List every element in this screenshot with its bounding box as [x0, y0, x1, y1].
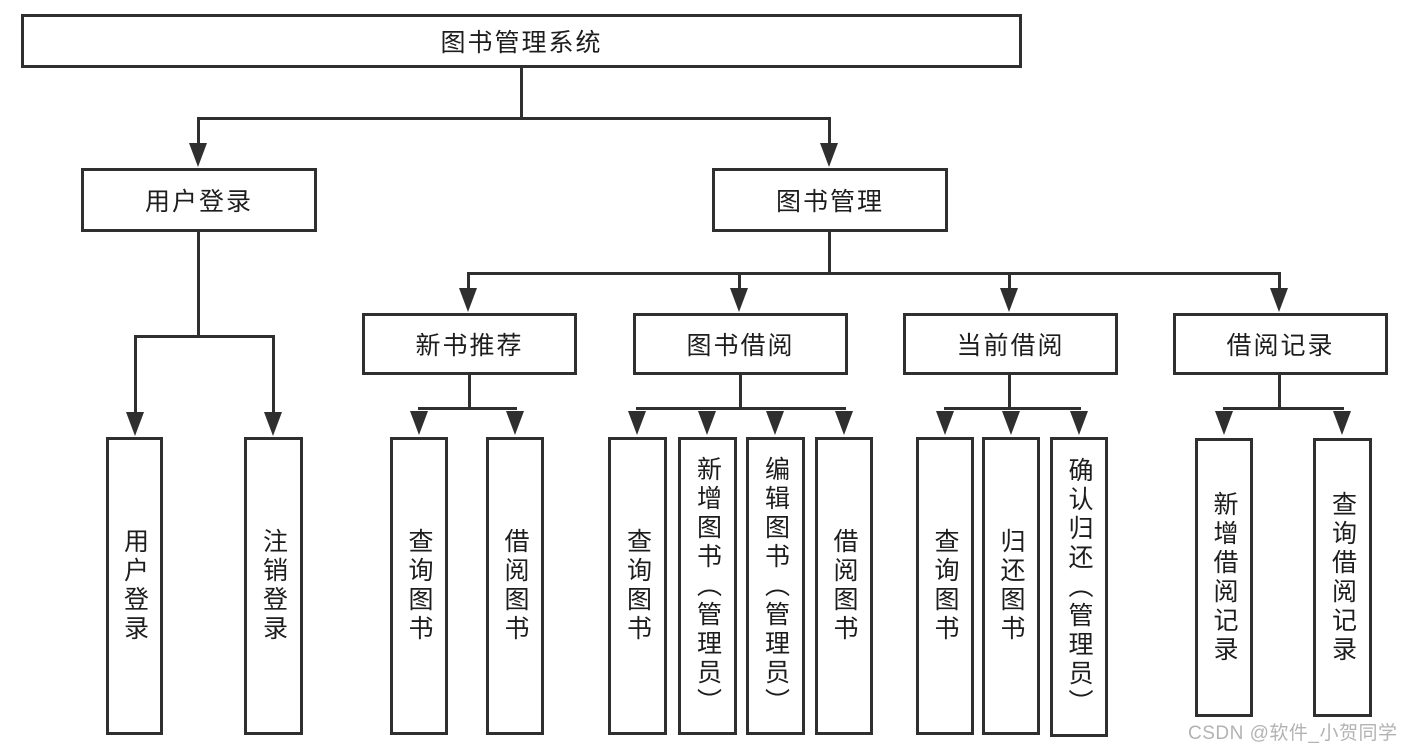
- node-new-book-recommend-label: 新书推荐: [415, 332, 524, 360]
- connector-line: [134, 335, 137, 413]
- arrowhead-down-icon: [766, 411, 784, 435]
- leaf-login-label: 用户登录: [120, 528, 149, 644]
- arrowhead-down-icon: [189, 143, 207, 167]
- leaf-login: 用户登录: [106, 437, 163, 735]
- connector-line: [134, 335, 275, 338]
- leaf-borrow-add-book: 新增图书（管理员）: [678, 437, 737, 735]
- leaf-recommend-borrow-book: 借阅图书: [486, 437, 544, 735]
- node-borrow-records: 借阅记录: [1173, 313, 1388, 375]
- watermark: CSDN @软件_小贺同学: [1188, 723, 1398, 744]
- leaf-borrow-query-book: 查询图书: [608, 437, 667, 735]
- node-book-borrow-label: 图书借阅: [686, 332, 795, 360]
- leaf-borrow-borrow-book-label: 借阅图书: [830, 528, 858, 644]
- connector-line: [738, 272, 741, 290]
- node-book-management: 图书管理: [712, 168, 948, 232]
- connector-line: [1223, 407, 1344, 410]
- node-borrow-records-label: 借阅记录: [1226, 332, 1335, 360]
- leaf-recommend-query-book-label: 查询图书: [405, 528, 433, 644]
- leaf-borrow-edit-book: 编辑图书（管理员）: [746, 437, 805, 735]
- leaf-records-add-record: 新增借阅记录: [1195, 438, 1253, 717]
- connector-line: [197, 117, 200, 145]
- leaf-records-query-record: 查询借阅记录: [1313, 438, 1372, 717]
- connector-line: [467, 272, 470, 290]
- node-current-borrow-label: 当前借阅: [956, 332, 1065, 360]
- connector-line: [468, 375, 471, 410]
- leaf-recommend-borrow-book-label: 借阅图书: [501, 528, 529, 644]
- node-library-system: 图书管理系统: [21, 14, 1022, 68]
- connector-line: [1008, 375, 1011, 410]
- connector-line: [1278, 272, 1281, 290]
- arrowhead-down-icon: [264, 412, 282, 436]
- connector-line: [467, 272, 1281, 275]
- leaf-current-query-book-label: 查询图书: [931, 528, 959, 644]
- leaf-records-add-record-label: 新增借阅记录: [1210, 490, 1238, 665]
- leaf-logout: 注销登录: [244, 437, 303, 735]
- arrowhead-down-icon: [730, 288, 748, 312]
- connector-line: [944, 407, 1081, 410]
- leaf-current-return-book-label: 归还图书: [997, 528, 1025, 644]
- arrowhead-down-icon: [1270, 288, 1288, 312]
- leaf-borrow-edit-book-label: 编辑图书（管理员）: [761, 455, 790, 717]
- node-new-book-recommend: 新书推荐: [362, 313, 577, 375]
- connector-line: [1008, 272, 1011, 290]
- connector-line: [272, 335, 275, 413]
- node-library-system-label: 图书管理系统: [440, 29, 603, 57]
- connector-line: [828, 232, 831, 275]
- connector-line: [418, 407, 517, 410]
- arrowhead-down-icon: [1215, 411, 1233, 435]
- connector-line: [636, 407, 846, 410]
- arrowhead-down-icon: [1070, 411, 1088, 435]
- leaf-current-return-book: 归还图书: [982, 437, 1040, 735]
- connector-line: [828, 117, 831, 145]
- arrowhead-down-icon: [126, 412, 144, 436]
- leaf-borrow-add-book-label: 新增图书（管理员）: [693, 455, 722, 717]
- arrowhead-down-icon: [459, 288, 477, 312]
- arrowhead-down-icon: [820, 143, 838, 167]
- arrowhead-down-icon: [410, 411, 428, 435]
- arrowhead-down-icon: [1002, 411, 1020, 435]
- node-user-login: 用户登录: [81, 168, 317, 232]
- connector-line: [197, 117, 831, 120]
- leaf-borrow-borrow-book: 借阅图书: [815, 437, 873, 735]
- leaf-borrow-query-book-label: 查询图书: [623, 528, 652, 644]
- arrowhead-down-icon: [698, 411, 716, 435]
- connector-line: [739, 375, 742, 410]
- arrowhead-down-icon: [1333, 411, 1351, 435]
- node-book-management-label: 图书管理: [775, 188, 884, 216]
- leaf-recommend-query-book: 查询图书: [390, 437, 448, 735]
- node-current-borrow: 当前借阅: [903, 313, 1118, 375]
- arrowhead-down-icon: [628, 411, 646, 435]
- leaf-logout-label: 注销登录: [259, 528, 288, 644]
- arrowhead-down-icon: [506, 411, 524, 435]
- connector-line: [520, 68, 523, 117]
- leaf-current-confirm-return: 确认归还（管理员）: [1050, 437, 1108, 737]
- node-book-borrow: 图书借阅: [633, 313, 848, 375]
- leaf-current-confirm-return-label: 确认归还（管理员）: [1065, 456, 1093, 718]
- arrowhead-down-icon: [835, 411, 853, 435]
- arrowhead-down-icon: [936, 411, 954, 435]
- arrowhead-down-icon: [1000, 288, 1018, 312]
- leaf-current-query-book: 查询图书: [916, 437, 974, 735]
- connector-line: [1278, 375, 1281, 410]
- leaf-records-query-record-label: 查询借阅记录: [1328, 490, 1357, 665]
- node-user-login-label: 用户登录: [144, 188, 253, 216]
- connector-line: [197, 232, 200, 335]
